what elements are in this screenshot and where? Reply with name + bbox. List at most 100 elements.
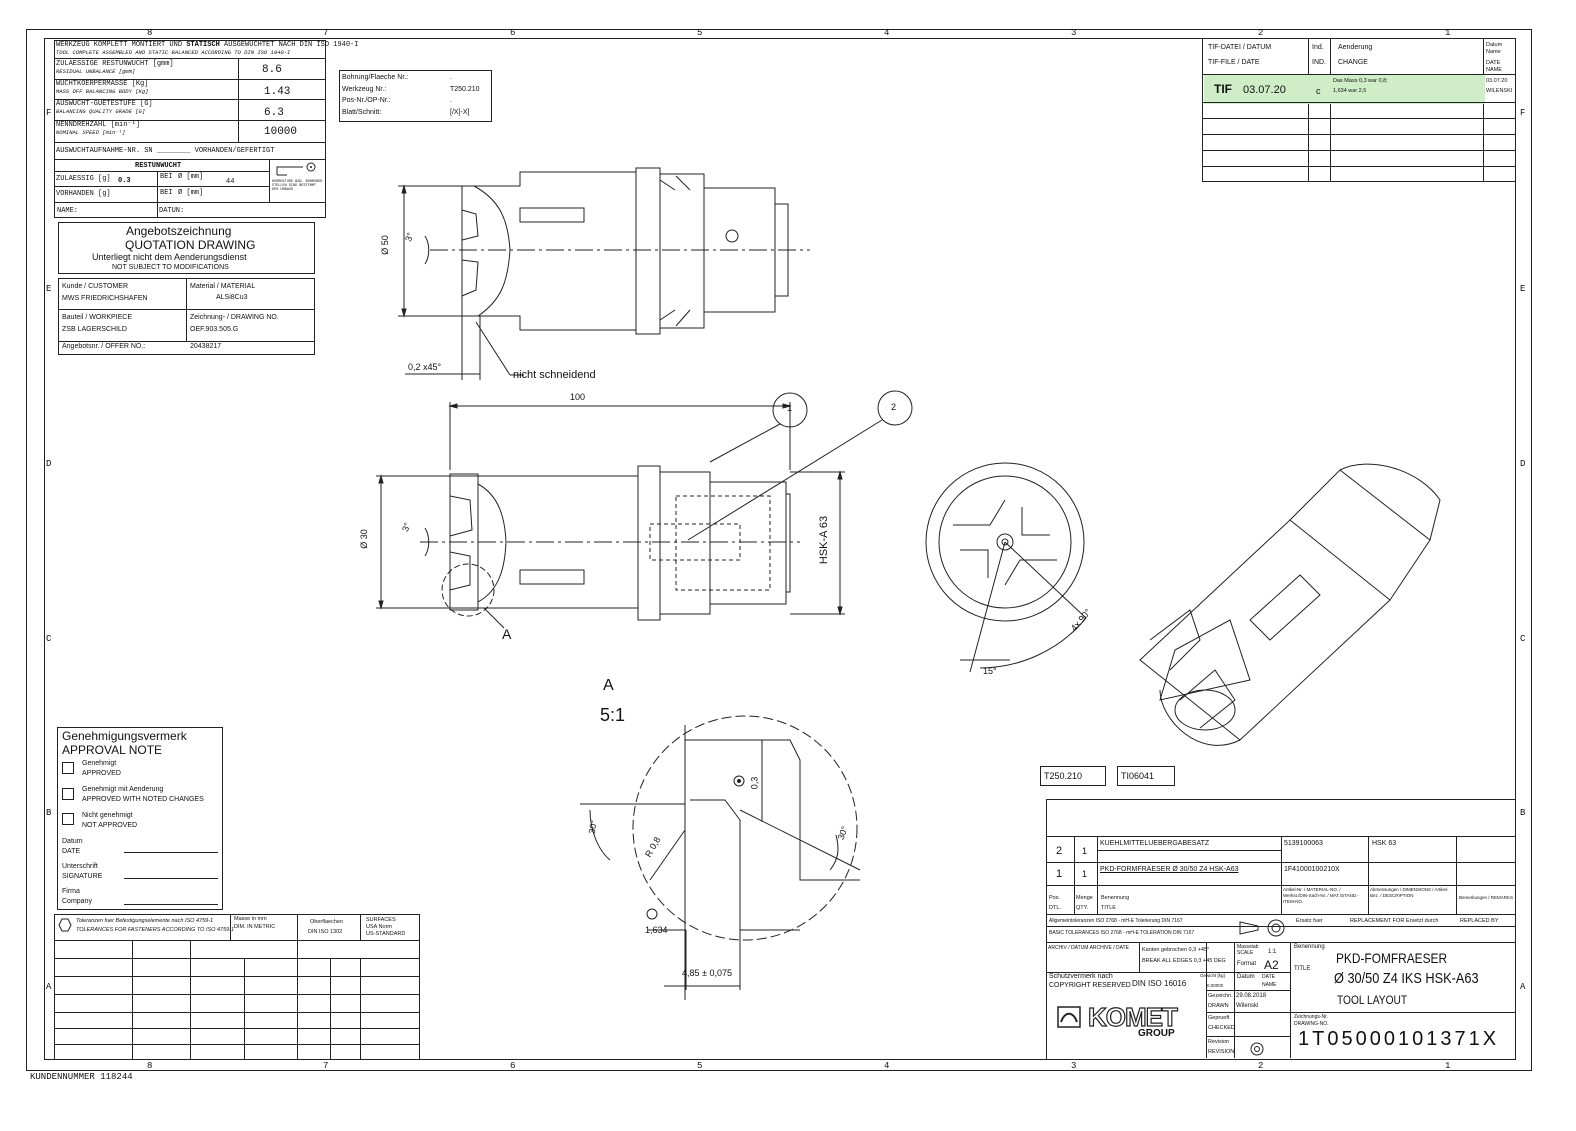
dim-1634: 1,634	[645, 925, 668, 935]
approval-firm-label: Firma	[62, 888, 80, 895]
zul-label: ZULAESSIG [g]	[56, 175, 111, 183]
approved-label: Genehmigt	[82, 760, 117, 767]
general-tolerance-en: BASIC TOLERANCES ISO 2768 - mH-E TOLERAT…	[1049, 930, 1195, 936]
pos-no-value: .	[450, 97, 452, 104]
drawing-no-label: Zeichnung- / DRAWING NO.	[190, 314, 279, 321]
tolerance-title-de: Toleranzen fuer Befestigungselemente nac…	[76, 918, 214, 924]
datum-label: DATUN:	[159, 207, 185, 215]
workpiece-value: ZSB LAGERSCHILD	[62, 326, 127, 333]
parts-header-qty-en: QTY.	[1076, 905, 1089, 911]
zone-row-label: C	[1520, 634, 1526, 644]
approved-checkbox[interactable]	[62, 762, 74, 774]
zone-row-label: D	[1520, 459, 1526, 469]
approval-sign-label-en: SIGNATURE	[62, 873, 103, 880]
not-approved-label: Nicht genehmigt	[82, 812, 133, 819]
zone-col-label: 7	[323, 1061, 329, 1071]
parts-header-replaced: REPLACED BY	[1460, 918, 1499, 924]
bohrung-label: Bohrung/Flaeche Nr.:	[342, 74, 409, 81]
projection-symbol-icon	[1239, 919, 1285, 937]
balancing-row-label: AUSWUCHT-GUETESTUFE [G]	[56, 100, 153, 108]
title-label-en: TITLE	[1294, 966, 1311, 972]
balloon-1-label: 1	[787, 403, 793, 413]
not-approved-checkbox[interactable]	[62, 813, 74, 825]
dim-metric-label: Masse in mm	[234, 916, 267, 922]
copyright-label: Schutzvermerk nach	[1049, 973, 1113, 980]
name-label: NAME:	[57, 207, 79, 215]
approval-firm-label-en: Company	[62, 898, 92, 905]
tolerance-table	[54, 914, 420, 1060]
parts-header-remarks: Bemerkungen / REMARKS	[1459, 895, 1514, 900]
vorh-label: VORHANDEN [g]	[56, 190, 111, 198]
balancing-row-label: NENNDREHZAHL [min⁻¹]	[56, 121, 141, 129]
rest-unbalance-title: RESTUNWUCHT	[135, 162, 182, 170]
date-header-en: DATE	[1262, 974, 1275, 980]
bohrung-value: .	[450, 74, 452, 81]
material-label: Material / MATERIAL	[190, 283, 256, 290]
surfaces-usa: USA Norm	[366, 924, 392, 930]
zone-row-label: B	[1520, 808, 1526, 818]
detail-a-title: A	[603, 677, 614, 694]
approval-title-en: APPROVAL NOTE	[62, 743, 163, 757]
weight-label: Gewicht [kg]	[1200, 973, 1225, 978]
hexagon-icon	[58, 918, 72, 932]
parts-header-replacement: REPLACEMENT FOR	[1350, 918, 1405, 924]
approved-label-en: APPROVED	[82, 770, 121, 777]
komet-logo-icon	[1057, 1006, 1081, 1028]
pos-no-label: Pos-Nr./OP-Nr.:	[342, 97, 391, 104]
customer-value: MWS FRIEDRICHSHAFEN	[62, 295, 148, 302]
rev-change-line1: Das Mass 0,3 war 0,8;	[1333, 78, 1388, 84]
balancing-row-label-en: MASS OFF BALANCING BODY [Kg]	[56, 88, 149, 95]
zone-row-label: F	[46, 108, 52, 118]
rev-date: 03.07.20	[1243, 84, 1286, 96]
quotation-note-en: NOT SUBJECT TO MODIFICATIONS	[112, 264, 229, 271]
part-row-article: 5139100063	[1284, 840, 1323, 847]
offer-value: 20438217	[190, 343, 222, 350]
part-row-pos: 2	[1056, 845, 1063, 857]
balancing-header-de: WERKZEUG KOMPLETT MONTIERT UND STATISCH …	[56, 41, 359, 49]
dim-d30: Ø 30	[358, 529, 369, 549]
rev-header-tif-en: TIF-FILE / DATE	[1208, 59, 1260, 66]
rev-header-tif: TIF-DATEI / DATUM	[1208, 44, 1272, 51]
part-tag-1	[1040, 766, 1106, 786]
zone-col-label: 2	[1258, 28, 1264, 38]
customer-label: Kunde / CUSTOMER	[62, 283, 129, 290]
drawn-label-en: DRAWN	[1208, 1003, 1229, 1009]
surfaces-norm: DIN ISO 1302	[308, 929, 343, 935]
not-approved-label-en: NOT APPROVED	[82, 822, 138, 829]
detail-a-view	[580, 715, 861, 1000]
drawing-no-value: OEF.903.505.G	[190, 326, 239, 333]
general-tolerance: Allgemeintoleranzen ISO 2768 - mH-E Tole…	[1049, 918, 1183, 924]
balancing-value: 10000	[264, 126, 298, 138]
rev-change-line2: 1,634 war 2,5	[1333, 88, 1367, 94]
archive-label: ARCHIV / DATUM ARCHIVE / DATE	[1048, 945, 1129, 951]
approval-note-box	[57, 727, 223, 910]
drawing-outer-frame	[26, 29, 1532, 1071]
sheet-value: [/X]-X]	[450, 109, 470, 116]
edges-label: Kanten gebrochen 0,3 +45°	[1142, 947, 1210, 953]
format-value: A2	[1264, 958, 1279, 972]
balancing-row-label-en: RESIDUAL UNBALANCE [gmm]	[56, 68, 136, 75]
balancing-header-en: TOOL COMPLETE ASSEMBLED AND STATIC BALAN…	[56, 49, 291, 56]
date-header: Datum	[1237, 974, 1255, 980]
balance-symbol-icon	[276, 162, 316, 176]
dim-hsk: HSK-A 63	[818, 515, 831, 565]
zone-col-label: 1	[1445, 28, 1451, 38]
rev-index: c	[1316, 86, 1321, 96]
quotation-note-de: Unterliegt nicht dem Aenderungsdienst	[92, 252, 247, 262]
zone-row-label: E	[1520, 284, 1526, 294]
quotation-title-de: Angebotszeichnung	[126, 224, 232, 238]
balancing-value: 6.3	[264, 107, 284, 119]
approved-with-changes-checkbox[interactable]	[62, 788, 74, 800]
part-tag-2	[1117, 766, 1175, 786]
balancing-value: 1.43	[264, 86, 291, 98]
part-tag-1-label: T250.210	[1044, 771, 1083, 781]
parts-header-pos: Pos.	[1049, 895, 1061, 901]
zone-col-label: 5	[697, 1061, 703, 1071]
checked-label-en: CHECKED	[1208, 1025, 1235, 1031]
zone-row-label: B	[46, 808, 52, 818]
dim-metric-label-en: DIM. IN METRIC	[234, 924, 276, 930]
tool-no-value: T250.210	[450, 86, 480, 93]
dim-d50: Ø 50	[379, 235, 390, 255]
tool-end-view	[925, 462, 1087, 673]
